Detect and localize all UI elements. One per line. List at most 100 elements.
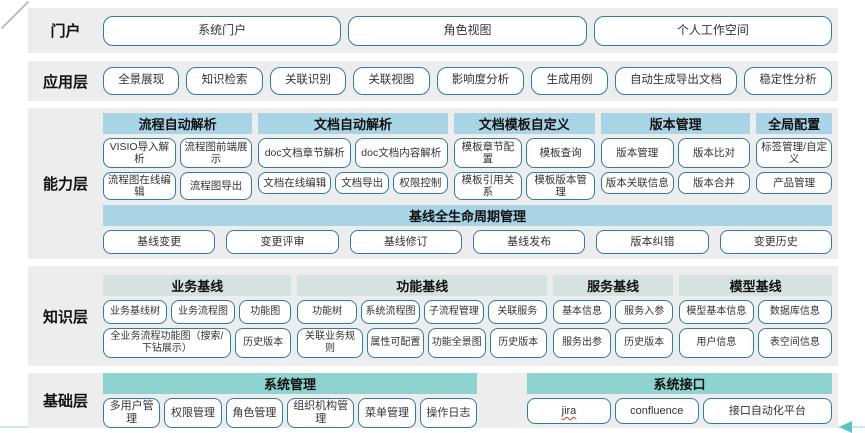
group-process-auto-parse: 流程自动解析 VISIO导入解析 流程图前端展示 流程图在线编辑 流程图导出	[103, 112, 253, 201]
capability-node: 流程图导出	[179, 171, 253, 201]
group-row: 多用户管理 权限管理 角色管理 组织机构管理 菜单管理 操作日志	[103, 398, 478, 428]
capability-node: 模板引用关系	[453, 171, 523, 201]
application-items-row: 全景展现 知识检索 关联识别 关联视图 影响度分析 生成用例 自动生成导出文档 …	[103, 67, 838, 95]
portal-node-system-portal: 系统门户	[103, 15, 342, 46]
layer-label-portal: 门户	[50, 23, 81, 40]
knowledge-node: 系统流程图	[360, 299, 421, 324]
capability-node: 模板查询	[526, 137, 595, 168]
capability-node: 模板版本管理	[526, 171, 595, 201]
layer-label-base: 基础层	[42, 393, 88, 410]
group-row: 标签管理/自定义	[756, 137, 832, 168]
knowledge-node: 属性可配置	[366, 327, 425, 358]
group-doc-template-custom: 文档模板自定义 模板章节配置 模板查询 模板引用关系 模板版本管理	[453, 112, 595, 201]
baseline-lifecycle-header: 基线全生命周期管理	[103, 205, 832, 227]
capability-node: 标签管理/自定义	[756, 137, 832, 168]
group-system-interface: 系统接口 jira confluence 接口自动化平台	[527, 373, 832, 427]
knowledge-node: 基本信息	[553, 299, 612, 324]
group-row: 业务基线树 业务流程图 功能图	[103, 299, 292, 324]
base-node: 角色管理	[225, 398, 284, 428]
baseline-node: 变更历史	[719, 230, 832, 255]
capability-node: 产品管理	[756, 171, 832, 194]
capability-node: doc文档章节解析	[258, 137, 351, 168]
group-row: 模板引用关系 模板版本管理	[453, 171, 595, 201]
group-row: 服务出参 历史版本	[553, 327, 674, 358]
app-node: 知识检索	[186, 67, 263, 95]
group-row: 产品管理	[756, 171, 832, 194]
baseline-node: 版本纠错	[596, 230, 709, 255]
base-node: 操作日志	[419, 398, 478, 428]
application-layer-band: 应用层 全景展现 知识检索 关联识别 关联视图 影响度分析 生成用例 自动生成导…	[28, 61, 838, 101]
app-node: 全景展现	[103, 67, 180, 95]
capability-node: 文档在线编辑	[258, 171, 332, 194]
knowledge-node: 功能树	[297, 299, 357, 324]
base-node: 组织机构管理	[287, 398, 355, 428]
knowledge-node: 表空间信息	[757, 327, 833, 358]
group-row: VISIO导入解析 流程图前端展示	[103, 137, 253, 168]
portal-layer-band: 门户 系统门户 角色视图 个人工作空间	[28, 8, 838, 53]
knowledge-node: 用户信息	[679, 327, 754, 358]
knowledge-layer-band: 知识层 业务基线 业务基线树 业务流程图 功能图 全业务流程功能图（搜索/下钻展…	[28, 266, 838, 366]
knowledge-node: 功能图	[239, 299, 292, 324]
capability-node: 模板章节配置	[453, 137, 523, 168]
knowledge-content: 业务基线 业务基线树 业务流程图 功能图 全业务流程功能图（搜索/下钻展示） 历…	[103, 274, 838, 358]
group-header: 全局配置	[756, 112, 832, 134]
capability-layer-band: 能力层 流程自动解析 VISIO导入解析 流程图前端展示 流程图在线编辑 流程图…	[28, 108, 838, 259]
capability-node: 流程图在线编辑	[103, 171, 176, 201]
capability-node: 版本管理	[600, 137, 674, 168]
knowledge-node: 全业务流程功能图（搜索/下钻展示）	[103, 327, 231, 358]
layer-label-knowledge: 知识层	[42, 308, 88, 326]
group-row: 模型基本信息 数据库信息	[679, 299, 833, 324]
portal-node-role-view: 角色视图	[348, 15, 587, 46]
capability-node: 权限控制	[393, 171, 448, 194]
group-header: 业务基线	[103, 274, 292, 296]
group-function-baseline: 功能基线 功能树 系统流程图 子流程管理 关联服务 关联业务规则 属性可配置 功…	[297, 274, 548, 358]
app-node: 稳定性分析	[744, 67, 832, 95]
group-row: 模板章节配置 模板查询	[453, 137, 595, 168]
group-header: 服务基线	[553, 274, 674, 296]
group-global-config: 全局配置 标签管理/自定义 产品管理	[756, 112, 832, 200]
group-version-management: 版本管理 版本管理 版本比对 版本关联信息 版本合并	[600, 112, 751, 200]
app-node: 影响度分析	[436, 67, 525, 95]
group-row: 版本管理 版本比对	[600, 137, 751, 168]
knowledge-node: 功能全景图	[428, 327, 486, 358]
layer-label-capability: 能力层	[42, 176, 88, 193]
knowledge-node: 数据库信息	[757, 299, 833, 324]
app-node: 生成用例	[531, 67, 608, 95]
portal-node-personal-workspace: 个人工作空间	[593, 15, 832, 46]
app-node: 自动生成导出文档	[614, 67, 738, 95]
capability-content: 流程自动解析 VISIO导入解析 流程图前端展示 流程图在线编辑 流程图导出 文…	[103, 112, 838, 255]
group-row: 功能树 系统流程图 子流程管理 关联服务	[297, 299, 548, 324]
capability-node: VISIO导入解析	[103, 137, 176, 168]
knowledge-node: 关联服务	[487, 299, 548, 324]
group-business-baseline: 业务基线 业务基线树 业务流程图 功能图 全业务流程功能图（搜索/下钻展示） 历…	[103, 274, 292, 358]
group-header: 功能基线	[297, 274, 548, 296]
group-row: 版本关联信息 版本合并	[600, 171, 751, 194]
baseline-node: 基线修订	[349, 230, 462, 255]
knowledge-node: 历史版本	[615, 327, 674, 358]
capability-node: 版本关联信息	[600, 171, 674, 194]
group-header: 文档自动解析	[258, 112, 448, 134]
knowledge-groups-row: 业务基线 业务基线树 业务流程图 功能图 全业务流程功能图（搜索/下钻展示） 历…	[103, 274, 833, 358]
baseline-items-row: 基线变更 变更评审 基线修订 基线发布 版本纠错 变更历史	[103, 230, 832, 255]
app-node: 关联识别	[269, 67, 347, 95]
group-header: 文档模板自定义	[453, 112, 595, 134]
base-groups-row: 系统管理 多用户管理 权限管理 角色管理 组织机构管理 菜单管理 操作日志 系统…	[103, 373, 832, 428]
base-layer-band: 基础层 系统管理 多用户管理 权限管理 角色管理 组织机构管理 菜单管理 操作日…	[28, 373, 838, 428]
group-header: 系统管理	[103, 373, 478, 395]
group-service-baseline: 服务基线 基本信息 服务入参 服务出参 历史版本	[553, 274, 674, 358]
group-row: 文档在线编辑 文档导出 权限控制	[258, 171, 448, 194]
knowledge-node: 模型基本信息	[679, 299, 754, 324]
corner-fold-decoration	[0, 0, 30, 30]
portal-items-row: 系统门户 角色视图 个人工作空间	[103, 15, 838, 46]
group-system-management: 系统管理 多用户管理 权限管理 角色管理 组织机构管理 菜单管理 操作日志	[103, 373, 478, 428]
knowledge-node: 业务流程图	[171, 299, 236, 324]
base-content: 系统管理 多用户管理 权限管理 角色管理 组织机构管理 菜单管理 操作日志 系统…	[103, 373, 838, 428]
group-header: 版本管理	[600, 112, 751, 134]
capability-node: 文档导出	[335, 171, 390, 194]
group-header: 系统接口	[527, 373, 832, 395]
group-row: 用户信息 表空间信息	[679, 327, 833, 358]
confluence-node: confluence	[614, 398, 699, 425]
base-node: 菜单管理	[358, 398, 416, 428]
base-node: 多用户管理	[103, 398, 161, 428]
group-doc-auto-parse: 文档自动解析 doc文档章节解析 doc文档内容解析 文档在线编辑 文档导出 权…	[258, 112, 448, 200]
